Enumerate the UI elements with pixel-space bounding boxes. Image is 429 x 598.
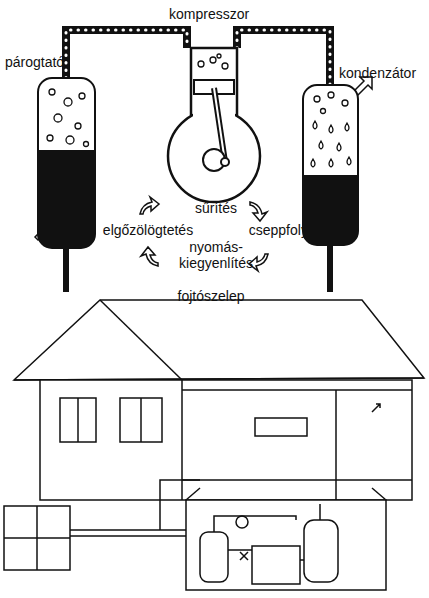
pipe-dots (237, 30, 330, 85)
refrigerant-pipe (237, 30, 330, 85)
process-label: fojtószelep (166, 288, 256, 304)
compressor: kompresszor (165, 48, 263, 203)
evaporator-tank: párogtató (38, 78, 95, 248)
tank-outline (303, 85, 358, 245)
part-name: párogtató (5, 54, 64, 70)
house (4, 300, 424, 590)
process-label: sűrítés (180, 200, 252, 216)
process-label: elgőzölögtetés (92, 222, 204, 238)
pipe-dots (66, 30, 187, 78)
process-label: cseppfolyósítás (236, 222, 358, 238)
pipe (327, 243, 333, 292)
part-name: kondenzátor (339, 65, 416, 81)
tank-outline (38, 78, 95, 248)
pipe-body (66, 30, 187, 78)
pipe (63, 246, 69, 292)
condenser-tank: kondenzátor (303, 85, 358, 245)
pipe-body (237, 30, 330, 85)
process-label: nyomás- kiegyenlítés (176, 239, 256, 271)
refrigerant-pipe (66, 30, 187, 78)
part-name: kompresszor (169, 6, 249, 22)
tank-outline (165, 48, 263, 203)
